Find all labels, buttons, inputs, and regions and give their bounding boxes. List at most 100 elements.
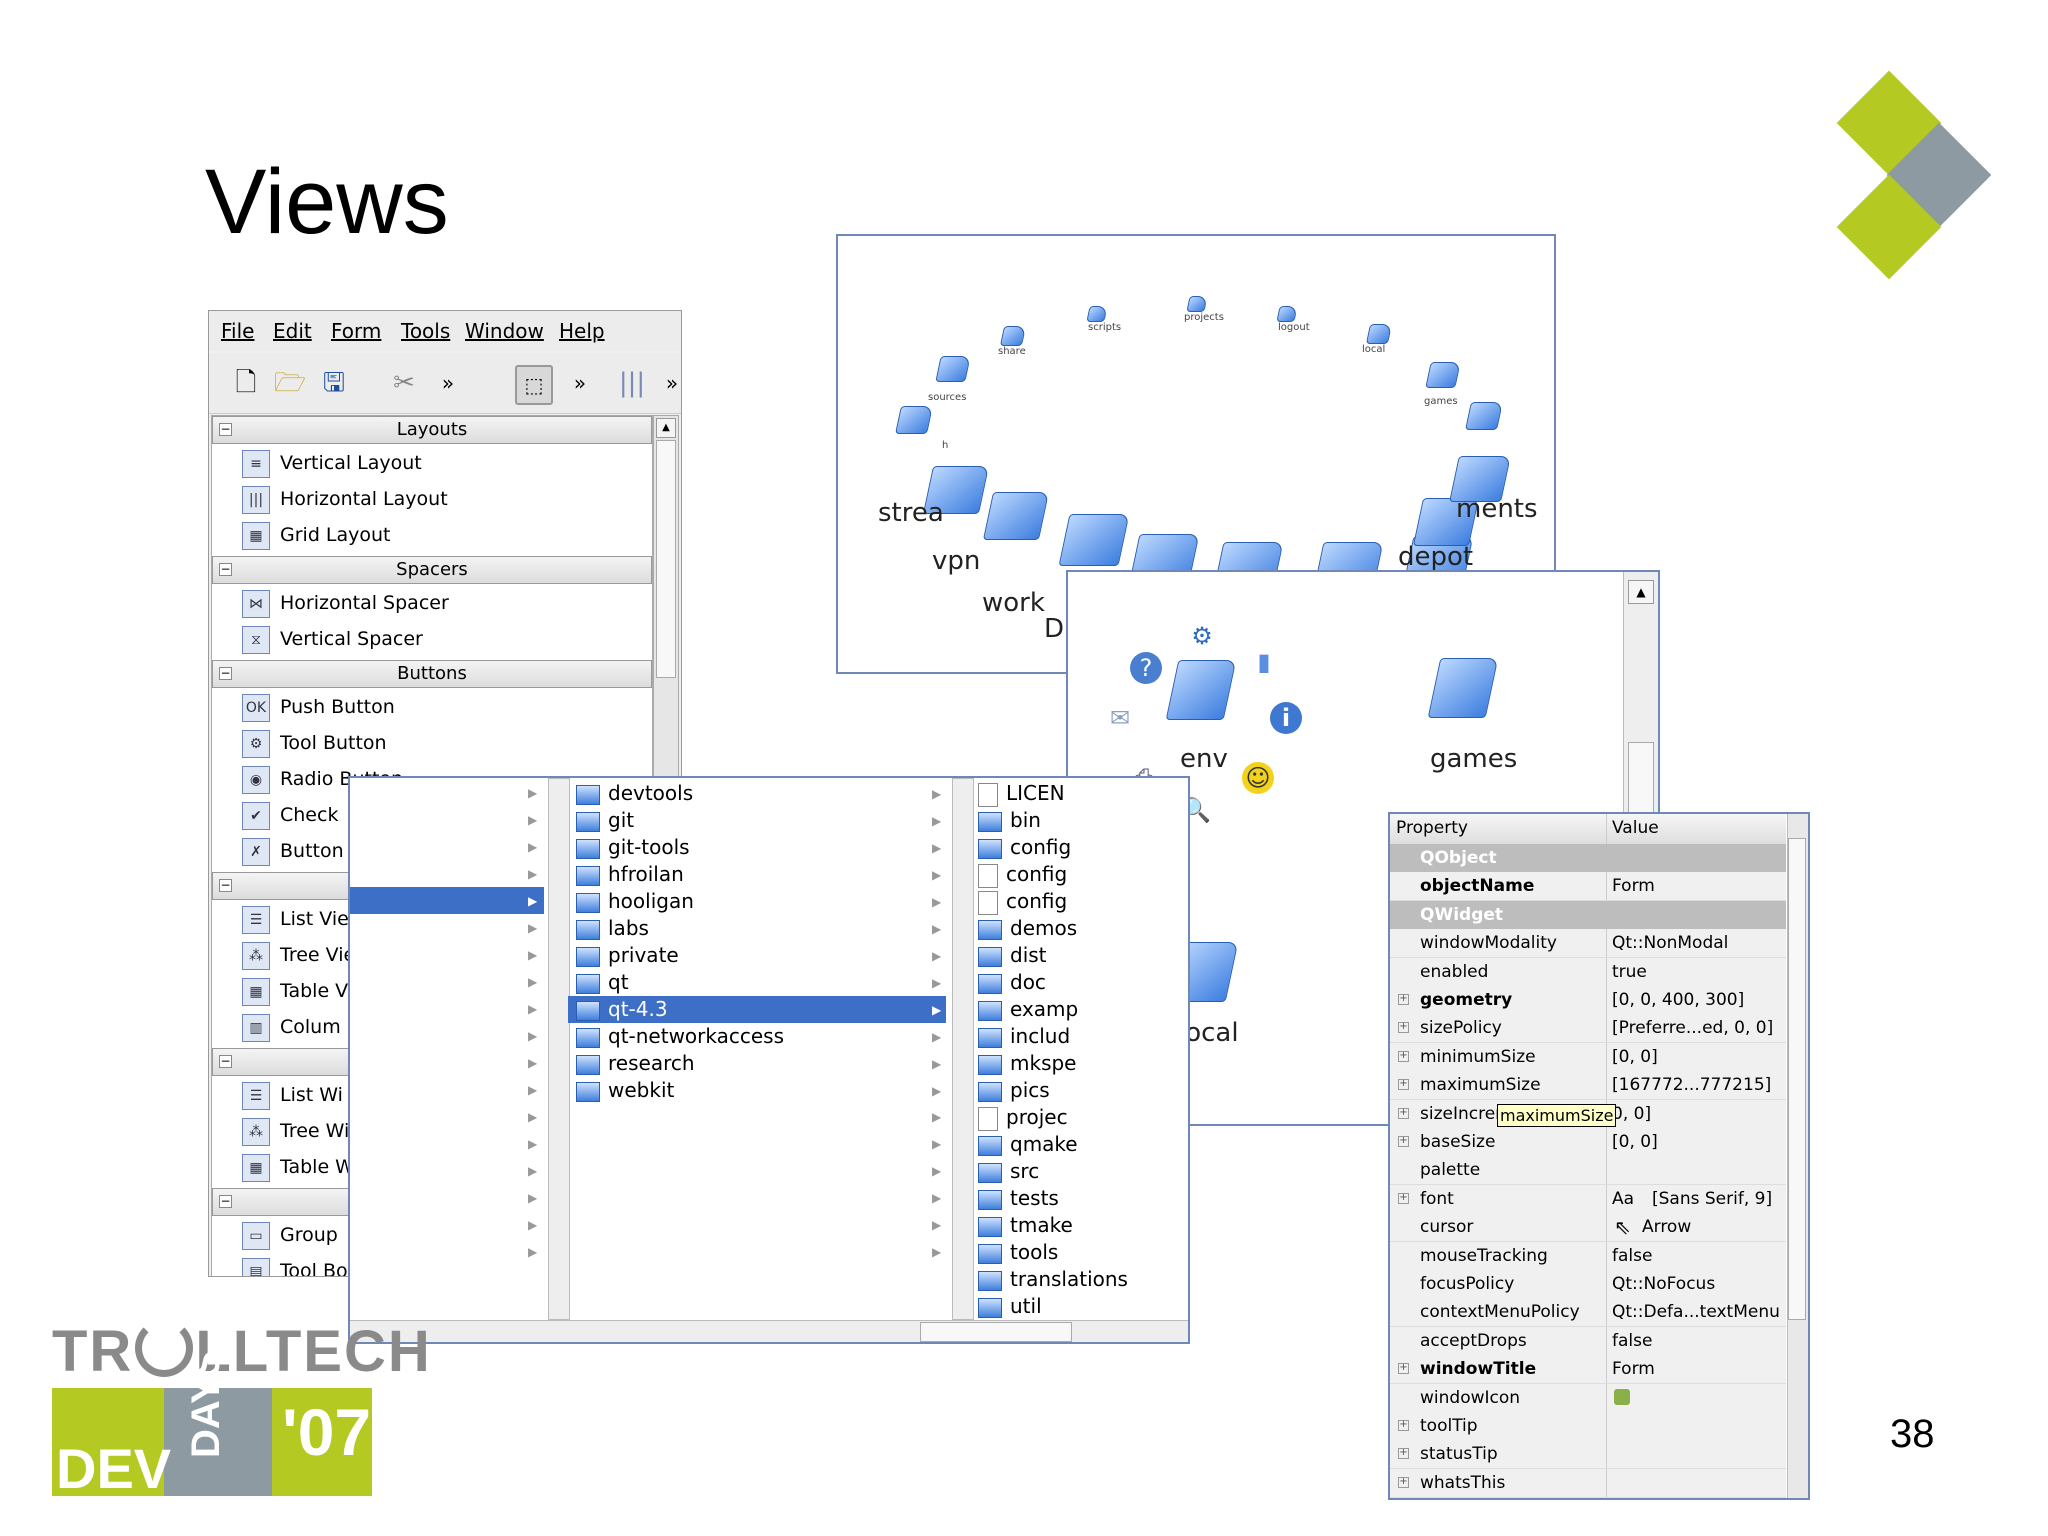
folder-icon[interactable]: [1276, 306, 1298, 322]
collapse-toggle-icon[interactable]: −: [219, 562, 232, 576]
property-group-row[interactable]: QWidget: [1390, 900, 1786, 930]
column-3-row[interactable]: doc: [978, 969, 1046, 996]
property-row[interactable]: +baseSize[0, 0]: [1390, 1128, 1786, 1157]
property-group-row[interactable]: QObject: [1390, 844, 1786, 873]
column-2-row[interactable]: hfroilan: [576, 861, 684, 888]
widget-item[interactable]: ▤Tool Bo: [242, 1254, 348, 1276]
column-3-row[interactable]: config: [978, 888, 1067, 915]
menu-edit[interactable]: Edit: [273, 319, 312, 343]
column-2-row[interactable]: labs: [576, 915, 649, 942]
property-value[interactable]: Form: [1612, 876, 1655, 897]
column-1-scrollbar[interactable]: [548, 778, 570, 1320]
folder-icon[interactable]: [1465, 402, 1503, 430]
database-icon[interactable]: ▮: [1257, 648, 1271, 676]
column-3-row[interactable]: qmake: [978, 1131, 1078, 1158]
property-row[interactable]: +toolTip: [1390, 1412, 1786, 1441]
column-2-selected-row[interactable]: [568, 996, 946, 1023]
menu-form[interactable]: Form: [331, 319, 382, 343]
new-file-icon[interactable]: 🗋: [235, 368, 257, 398]
folder-icon[interactable]: [1427, 658, 1499, 718]
scroll-thumb[interactable]: [1788, 838, 1806, 1320]
column-3-row[interactable]: translations: [978, 1266, 1128, 1293]
property-value[interactable]: [0, 0]: [1612, 1132, 1658, 1152]
collapse-toggle-icon[interactable]: −: [219, 1054, 232, 1068]
category-header[interactable]: −Layouts: [212, 416, 652, 444]
property-row[interactable]: +sizePolicy[Preferre...ed, 0, 0]: [1390, 1014, 1786, 1044]
mail-icon[interactable]: ✉: [1109, 704, 1131, 732]
property-value[interactable]: [167772...777215]: [1612, 1075, 1772, 1096]
expand-toggle-icon[interactable]: +: [1398, 1419, 1409, 1431]
property-value[interactable]: Form: [1612, 1359, 1655, 1380]
property-value[interactable]: false: [1612, 1330, 1653, 1351]
column-2-scrollbar[interactable]: [952, 778, 974, 1320]
column-3-row[interactable]: dist: [978, 942, 1047, 969]
property-row[interactable]: +minimumSize[0, 0]: [1390, 1042, 1786, 1072]
collapse-toggle-icon[interactable]: −: [219, 666, 232, 680]
folder-icon[interactable]: [1165, 660, 1237, 720]
expand-toggle-icon[interactable]: +: [1398, 1135, 1409, 1147]
property-value[interactable]: true: [1612, 961, 1647, 982]
widget-item[interactable]: ⁂Tree Wi: [242, 1114, 349, 1148]
column-2-row[interactable]: qt-networkaccess: [576, 1023, 784, 1050]
column-2-row[interactable]: git: [576, 807, 634, 834]
horizontal-layout-icon[interactable]: |||: [618, 368, 646, 398]
property-row[interactable]: +whatsThis: [1390, 1468, 1786, 1498]
column-3-row[interactable]: mkspe: [978, 1050, 1076, 1077]
scroll-up-arrow-icon[interactable]: ▲: [1628, 580, 1654, 604]
widget-item[interactable]: ▦Grid Layout: [242, 518, 391, 552]
folder-icon[interactable]: [1425, 362, 1461, 388]
column-2-row[interactable]: research: [576, 1050, 695, 1077]
toolbar-more-button[interactable]: »: [441, 371, 455, 395]
property-value[interactable]: Arrow: [1642, 1217, 1692, 1238]
scroll-up-arrow-icon[interactable]: ▲: [656, 418, 676, 438]
column-3-row[interactable]: tests: [978, 1185, 1059, 1212]
column-3-row[interactable]: util: [978, 1293, 1042, 1320]
column-3-row[interactable]: config: [978, 861, 1067, 888]
column-3-row[interactable]: tmake: [978, 1212, 1073, 1239]
menu-window[interactable]: Window: [465, 319, 544, 343]
folder-icon[interactable]: [999, 326, 1027, 346]
column-3-row[interactable]: demos: [978, 915, 1077, 942]
column-3-row[interactable]: tools: [978, 1239, 1058, 1266]
column-2-row[interactable]: qt: [576, 969, 629, 996]
info-icon[interactable]: i: [1270, 702, 1302, 734]
menu-file[interactable]: File: [221, 319, 255, 343]
property-value[interactable]: Qt::Defa...textMenu: [1612, 1302, 1780, 1323]
folder-icon[interactable]: [935, 356, 971, 382]
property-row[interactable]: cursor⇖Arrow: [1390, 1213, 1786, 1243]
column-2-row[interactable]: git-tools: [576, 834, 690, 861]
folder-icon[interactable]: [895, 406, 933, 434]
edit-widgets-icon[interactable]: ⬚: [515, 365, 553, 405]
property-value[interactable]: Qt::NoFocus: [1612, 1274, 1716, 1294]
widget-item[interactable]: ⁂Tree Vie: [242, 938, 355, 972]
expand-toggle-icon[interactable]: +: [1398, 1362, 1409, 1375]
column-2-row[interactable]: hooligan: [576, 888, 694, 915]
column-3-row[interactable]: projec: [978, 1104, 1068, 1131]
widget-item[interactable]: ▦Table W: [242, 1150, 354, 1184]
property-row[interactable]: +statusTip: [1390, 1440, 1786, 1470]
column-3-row[interactable]: config: [978, 834, 1071, 861]
column-2-row[interactable]: qt-4.3: [576, 996, 668, 1023]
toolbar-more-button-2[interactable]: »: [573, 371, 587, 395]
folder-icon[interactable]: [1365, 324, 1393, 344]
widget-item[interactable]: ☰List Wi: [242, 1078, 343, 1112]
property-value[interactable]: false: [1612, 1245, 1653, 1266]
expand-toggle-icon[interactable]: +: [1398, 1447, 1409, 1460]
widget-item[interactable]: ⋈Horizontal Spacer: [242, 586, 449, 620]
collapse-toggle-icon[interactable]: −: [219, 1194, 232, 1208]
column-3-row[interactable]: includ: [978, 1023, 1070, 1050]
property-value[interactable]: Qt::NonModal: [1612, 933, 1729, 954]
widget-item[interactable]: ✗Button: [242, 834, 344, 868]
property-row[interactable]: +maximumSize[167772...777215]: [1390, 1071, 1786, 1101]
widget-item[interactable]: ▥Colum: [242, 1010, 341, 1044]
cut-icon[interactable]: ✂: [393, 368, 415, 398]
property-row[interactable]: +geometry[0, 0, 400, 300]: [1390, 986, 1786, 1015]
horizontal-scroll-thumb[interactable]: [920, 1322, 1072, 1342]
